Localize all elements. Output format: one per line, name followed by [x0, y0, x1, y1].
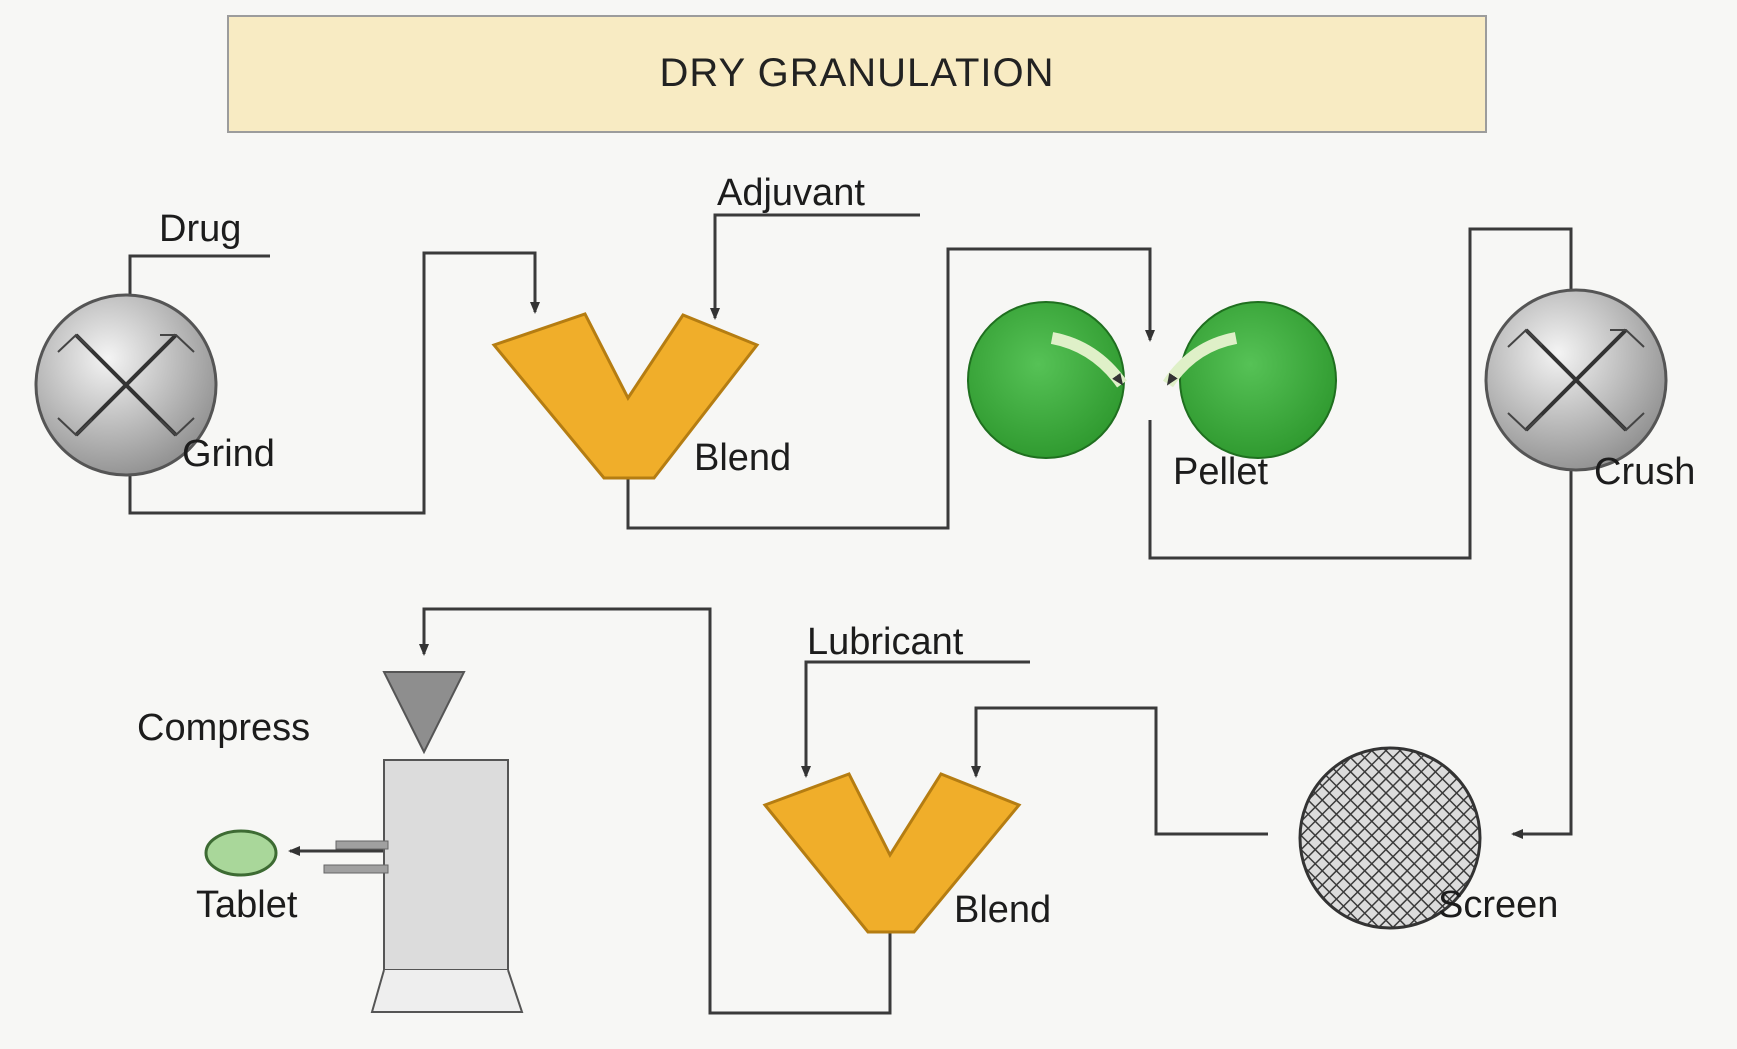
grind-to-blend-arrow — [128, 251, 540, 515]
press-ejector-top — [335, 840, 389, 850]
label-crush: Crush — [1594, 451, 1695, 493]
lubricant-flow-arrow — [801, 660, 1030, 778]
blender-2 — [762, 772, 1022, 934]
press-ejector-bottom — [323, 864, 389, 874]
screen-mesh — [1298, 746, 1482, 930]
crush-to-screen-arrow — [1511, 448, 1573, 839]
press-body — [383, 759, 509, 971]
label-pellet: Pellet — [1173, 451, 1268, 493]
blend-to-pellet-arrow — [626, 247, 1155, 530]
press-hopper — [382, 671, 466, 755]
label-compress: Compress — [137, 707, 310, 749]
label-lubricant: Lubricant — [807, 621, 964, 663]
press-base — [370, 969, 524, 1013]
tablet-icon — [204, 829, 278, 877]
roller-left-rotation-icon — [1050, 332, 1127, 388]
title-box: DRY GRANULATION — [227, 15, 1487, 133]
pellet-rollers — [967, 301, 1337, 459]
step-labels: Drug Grind Adjuvant Blend Pellet Crush S… — [137, 172, 1695, 931]
pellet-to-crush-arrow — [1148, 227, 1576, 560]
flow-lines — [125, 213, 1576, 1015]
tablet-press — [323, 671, 524, 1013]
diagram-title: DRY GRANULATION — [659, 51, 1054, 95]
label-drug: Drug — [159, 208, 241, 250]
label-grind: Grind — [182, 433, 275, 475]
label-tablet: Tablet — [196, 884, 298, 926]
label-blend-2: Blend — [954, 889, 1051, 931]
blender-1 — [491, 312, 760, 480]
drug-flow-arrow — [125, 254, 270, 312]
label-screen: Screen — [1438, 884, 1558, 926]
roller-right-rotation-icon — [1162, 332, 1238, 388]
grind-mill — [34, 293, 218, 477]
blend-to-compress-arrow — [419, 607, 892, 1015]
label-blend-1: Blend — [694, 437, 791, 479]
label-adjuvant: Adjuvant — [717, 172, 865, 214]
adjuvant-flow-arrow — [710, 213, 920, 320]
screen-to-blend-arrow — [971, 706, 1268, 836]
crush-mill — [1484, 288, 1668, 472]
